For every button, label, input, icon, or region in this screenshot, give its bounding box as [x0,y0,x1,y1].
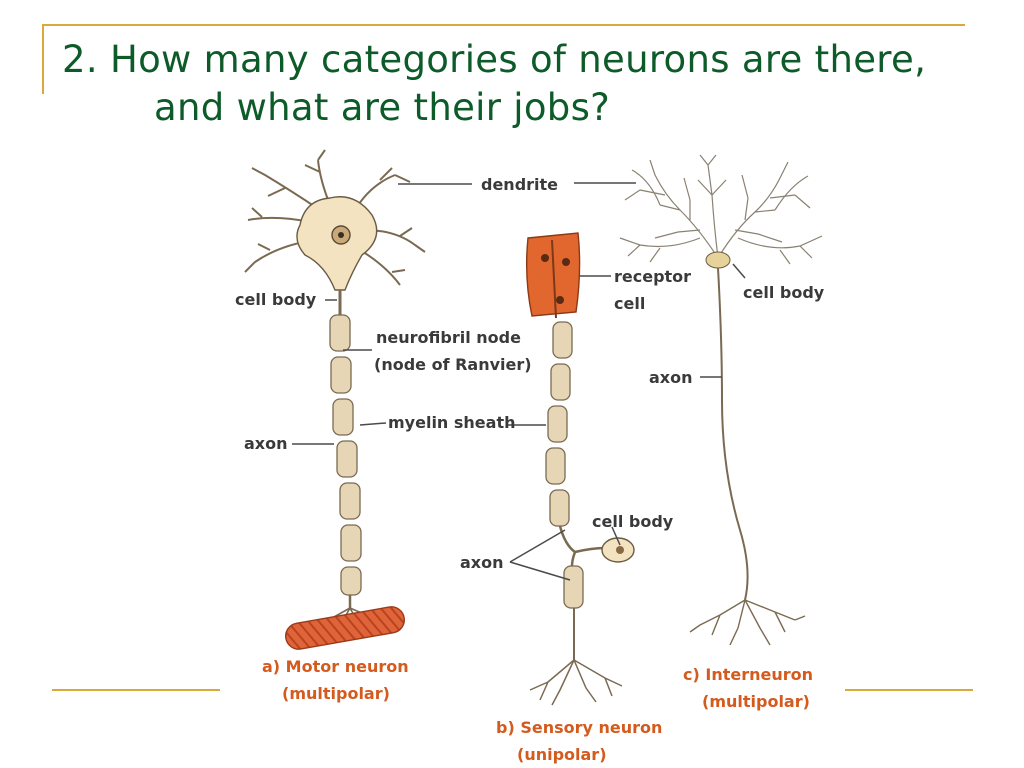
interneuron-soma [705,251,731,269]
label-cell-body-motor: cell body [235,290,317,309]
label-node-of-ranvier: (node of Ranvier) [374,355,532,374]
caption-sensory-neuron-type: (unipolar) [517,745,607,764]
label-axon-interneuron: axon [649,368,693,387]
caption-interneuron: c) Interneuron [683,665,813,684]
slide-title-line-2: and what are their jobs? [154,86,611,129]
caption-interneuron-type: (multipolar) [702,692,810,711]
leader-lines [292,182,746,581]
frame-bottom-left-rule [52,689,220,691]
label-cell-body-interneuron: cell body [743,283,825,302]
interneuron-terminals [689,599,806,646]
caption-motor-neuron: a) Motor neuron [262,657,409,676]
interneuron-axon [717,267,749,601]
caption-motor-neuron-type: (multipolar) [282,684,390,703]
motor-neuron-myelin-segments [329,314,362,596]
frame-bottom-right-rule [845,689,973,691]
label-myelin-sheath: myelin sheath [388,413,515,432]
label-axon-sensory: axon [460,553,504,572]
interneuron [619,154,823,646]
slide-title: 2. How many categories of neurons are th… [62,36,926,132]
caption-sensory-neuron: b) Sensory neuron [496,718,662,737]
motor-neuron [244,149,426,650]
label-cell-body-sensory: cell body [592,512,674,531]
frame-top-rule [42,24,965,26]
label-axon-motor: axon [244,434,288,453]
sensory-neuron-terminals [529,659,623,706]
muscle-fiber [285,606,405,650]
label-cell: cell [614,294,645,313]
sensory-neuron-myelin-lower [563,565,584,609]
label-dendrite: dendrite [481,175,558,194]
label-receptor: receptor [614,267,691,286]
label-neurofibril-node: neurofibril node [376,328,521,347]
frame-left-rule [42,24,44,94]
sensory-neuron [525,232,635,706]
sensory-neuron-myelin-upper [545,321,573,527]
interneuron-dendrites [619,154,823,265]
slide-title-line-1: 2. How many categories of neurons are th… [62,38,927,81]
